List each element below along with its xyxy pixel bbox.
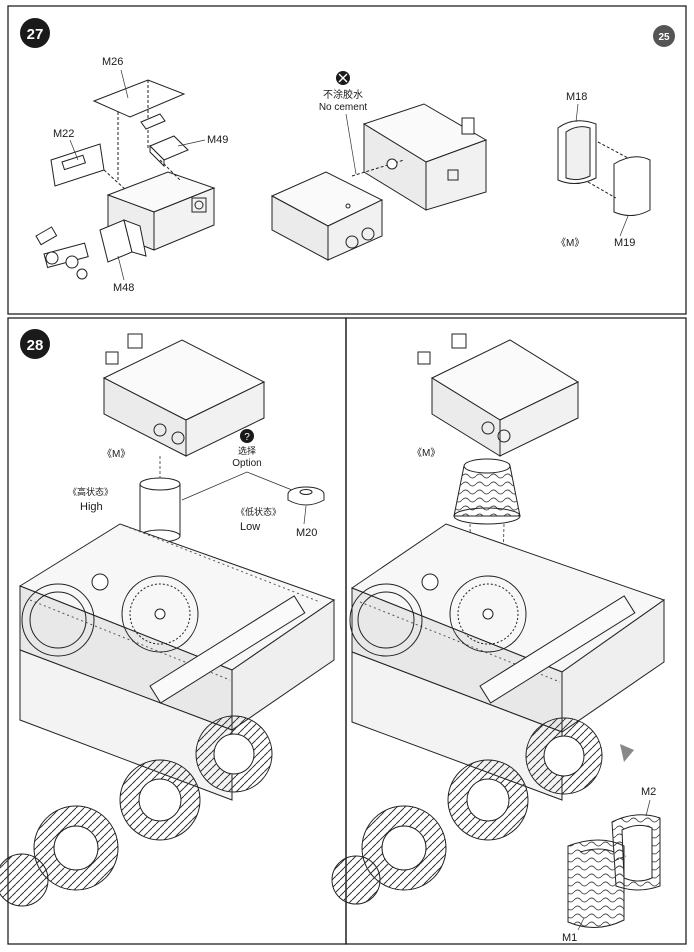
no-cement-en: No cement [319,102,368,113]
label-high-cn: 《高状态》 [68,486,113,497]
label-m49: M49 [207,134,228,146]
label-option-en: Option [232,458,261,469]
option-icon: ? [240,429,254,443]
cone-cover [453,458,521,525]
step27-cylinder-halves [557,120,651,216]
svg-text:?: ? [244,432,250,443]
label-m-group-right: 《M》 [412,447,440,459]
step27-exploded-box [35,79,216,280]
m20-part [287,486,325,506]
vehicle-hull-left [18,523,336,801]
step27-badge: 27 [20,18,50,48]
step27-turret-assembly [270,103,488,261]
m19-part [613,156,651,216]
no-cement-icon [336,71,350,85]
hinge-parts [35,226,89,280]
label-high-en: High [80,501,103,513]
page-number: 25 [658,32,670,43]
label-m18: M18 [566,91,587,103]
label-m22: M22 [53,128,74,140]
step28-badge: 28 [20,329,50,359]
turret-box-left [102,333,266,457]
wheels-left [0,715,273,907]
step28-number: 28 [27,337,44,354]
label-m48: M48 [113,282,134,294]
turret-box-right [417,333,580,457]
label-low-cn: 《低状态》 [236,506,281,517]
label-m2: M2 [641,786,656,798]
high-cylinder [139,477,181,543]
step28-right-frame [345,317,687,945]
label-m-group-27: 《M》 [556,237,584,249]
label-m-group-left: 《M》 [102,448,130,460]
wheels-right [331,717,603,905]
label-low-en: Low [240,521,260,533]
step27-frame [7,5,687,315]
label-m26: M26 [102,56,123,68]
arrow-icon [620,744,634,762]
page-number-badge: 25 [653,25,675,47]
label-m1: M1 [562,932,577,944]
m26-part [92,79,186,118]
m1-part [567,839,625,928]
label-option-cn: 选择 [238,445,256,456]
label-m19: M19 [614,237,635,249]
label-m20: M20 [296,527,317,539]
no-cement-cn: 不涂胶水 [323,88,363,101]
step27-number: 27 [27,26,44,43]
vehicle-hull-right [349,523,666,801]
